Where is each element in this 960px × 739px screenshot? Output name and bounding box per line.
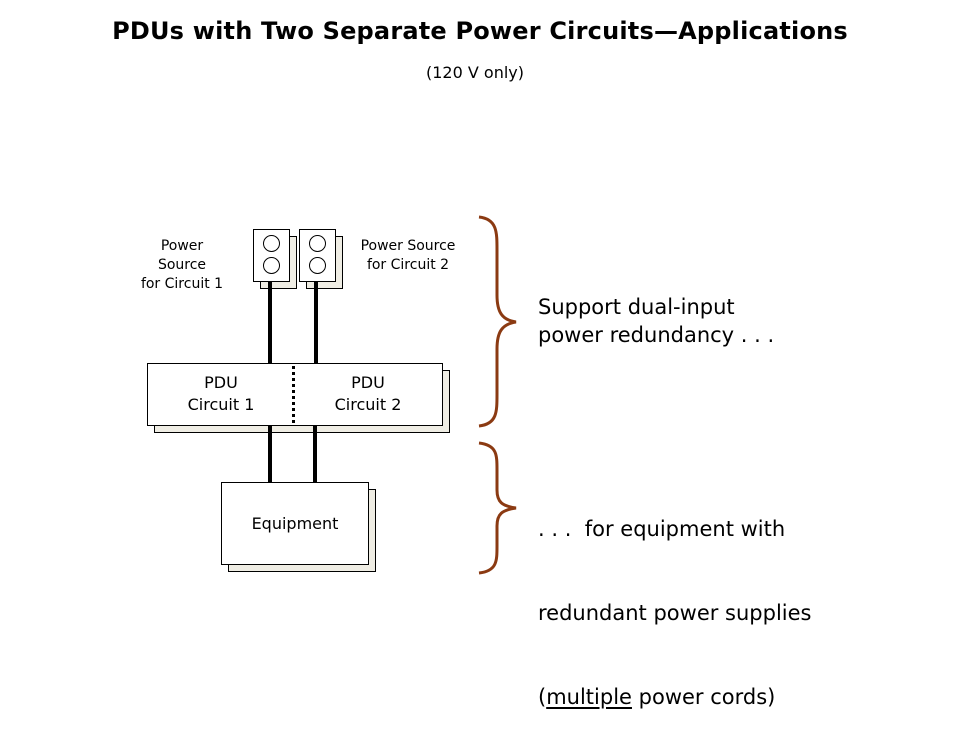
page-subtitle: (120 V only) xyxy=(426,63,524,82)
outlet-socket-icon xyxy=(309,257,326,274)
annotation-suffix: power cords) xyxy=(631,685,776,709)
label-line: Power Source xyxy=(360,238,456,254)
pdu-label-line: PDU xyxy=(351,373,385,392)
page-title: PDUs with Two Separate Power Circuits—Ap… xyxy=(112,17,848,45)
emphasis-multiple: multiple xyxy=(546,685,632,709)
top-brace xyxy=(478,215,517,428)
label-line: Source xyxy=(157,257,207,273)
outlet-socket-icon xyxy=(263,257,280,274)
pdu-circuit-2: PDU Circuit 2 xyxy=(294,372,442,416)
annotation-line: (multiple power cords) xyxy=(538,683,811,711)
pdu-label-line: Circuit 2 xyxy=(334,395,402,414)
power-source-2-label: Power Source for Circuit 2 xyxy=(350,237,466,275)
equipment-label: Equipment xyxy=(251,514,339,533)
outlet-2 xyxy=(299,229,336,282)
equipment-box: Equipment xyxy=(221,482,369,565)
braces xyxy=(478,215,517,575)
power-cord-circuit-1 xyxy=(268,282,272,364)
annotation-line: power redundancy . . . xyxy=(538,323,775,347)
outlet-1 xyxy=(253,229,290,282)
pdu-box: PDU Circuit 1 PDU Circuit 2 xyxy=(147,363,443,426)
equipment-cord-1 xyxy=(268,426,272,482)
pdu-circuit-divider xyxy=(292,366,295,423)
annotation-line: Support dual-input xyxy=(538,295,735,319)
label-line: for Circuit 1 xyxy=(140,276,224,292)
paren-open: ( xyxy=(538,685,547,709)
annotation-bottom: . . . for equipment with redundant power… xyxy=(538,459,811,739)
pdu-circuit-1: PDU Circuit 1 xyxy=(148,372,294,416)
pdu-label-line: Circuit 1 xyxy=(187,395,255,414)
power-cord-circuit-2 xyxy=(314,282,318,364)
annotation-top: Support dual-input power redundancy . . … xyxy=(538,293,774,349)
bottom-brace xyxy=(478,441,517,575)
pdu-label-line: PDU xyxy=(204,373,238,392)
label-line: for Circuit 2 xyxy=(366,257,450,273)
annotation-line: . . . for equipment with xyxy=(538,517,786,541)
annotation-line: redundant power supplies xyxy=(538,601,812,625)
label-line: Power xyxy=(160,238,204,254)
outlet-socket-icon xyxy=(263,235,280,252)
outlet-socket-icon xyxy=(309,235,326,252)
power-source-1-label: Power Source for Circuit 1 xyxy=(128,237,236,294)
equipment-cord-2 xyxy=(313,426,317,482)
